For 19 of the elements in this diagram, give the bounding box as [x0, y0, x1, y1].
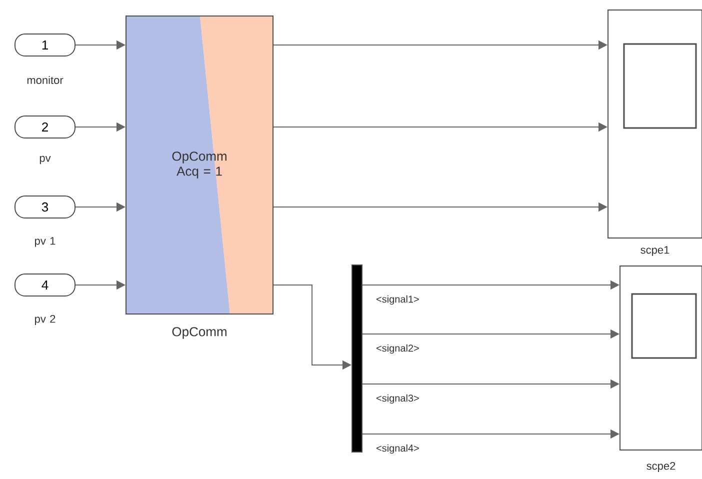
inport-block: 2	[14, 116, 76, 138]
scope-block	[620, 266, 702, 450]
block-label: pv 2	[35, 315, 56, 325]
bus-bar	[352, 264, 362, 452]
block-label: scpe2	[646, 462, 676, 472]
edge-label: <signal3>	[376, 394, 419, 404]
inport-block: 1	[14, 34, 76, 56]
edge-label: <signal4>	[376, 444, 419, 454]
block-label: OpComm	[172, 327, 226, 339]
edge-label: <signal2>	[376, 344, 419, 354]
inport-block: 3	[14, 196, 76, 218]
block-label: scpe1	[640, 246, 670, 256]
edge-label: <signal1>	[376, 295, 419, 305]
block-label: pv	[40, 156, 51, 164]
inport-block: 4	[14, 274, 76, 296]
block-label: pv 1	[35, 237, 56, 247]
block-label: monitor	[27, 76, 64, 84]
scope-block	[608, 10, 702, 238]
subsystem-block: OpComm Acq = 1	[126, 16, 274, 314]
